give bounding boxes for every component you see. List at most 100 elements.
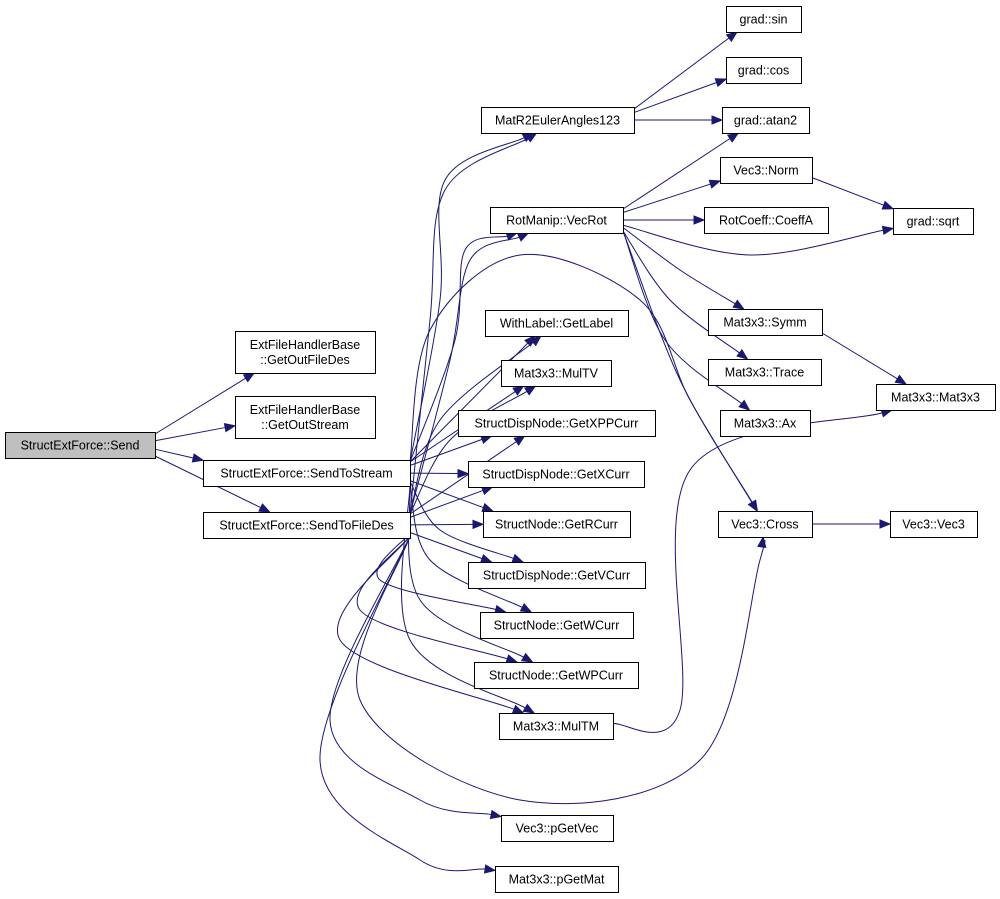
node-getvcurr[interactable]: StructDispNode::GetVCurr — [468, 562, 646, 589]
node-cos[interactable]: grad::cos — [726, 57, 802, 84]
edge-line — [409, 236, 520, 515]
edge-arrowhead — [258, 503, 271, 513]
node-box — [495, 866, 619, 893]
node-label: StructExtForce::Send — [21, 439, 140, 453]
edge-line — [409, 441, 517, 515]
edge-send-to-getoutstream — [154, 423, 237, 442]
node-getxppcurr[interactable]: StructDispNode::GetXPPCurr — [458, 410, 656, 437]
node-label: Mat3x3::MulTV — [514, 367, 599, 381]
edge-matr2euler-to-sin — [633, 31, 739, 110]
node-label: ::GetOutStream — [261, 418, 349, 432]
edge-arrowhead — [693, 215, 706, 225]
node-sendtostream[interactable]: StructExtForce::SendToStream — [203, 460, 411, 487]
edge-vecrot-to-norm — [622, 179, 722, 213]
edge-line — [622, 230, 742, 404]
node-getwcurr[interactable]: StructNode::GetWCurr — [480, 612, 634, 639]
edge-line — [337, 535, 515, 710]
node-box — [5, 432, 156, 459]
node-box — [876, 384, 996, 411]
edge-arrowhead — [481, 502, 495, 512]
edge-arrowhead — [191, 453, 205, 463]
edge-arrowhead — [708, 179, 722, 189]
edge-multm-to-mat3x3 — [612, 408, 894, 733]
node-multv[interactable]: Mat3x3::MulTV — [501, 360, 612, 387]
node-box — [726, 6, 802, 33]
node-label: Mat3x3::Mat3x3 — [891, 391, 980, 405]
edge-line — [622, 230, 753, 503]
edge-sendtofiledes-to-getrcurr — [409, 519, 485, 530]
node-label: StructDispNode::GetVCurr — [483, 569, 630, 583]
node-label: StructNode::GetWPCurr — [489, 669, 623, 683]
node-label: StructDispNode::GetXPPCurr — [475, 417, 639, 431]
node-getoutstream[interactable]: ExtFileHandlerBase::GetOutStream — [235, 396, 376, 439]
edge-cross-to-vec3 — [812, 519, 892, 529]
node-label: StructExtForce::SendToFileDes — [219, 519, 393, 533]
node-pgetmat[interactable]: Mat3x3::pGetMat — [495, 866, 619, 893]
edge-line — [356, 535, 766, 805]
edge-arrowhead — [472, 519, 485, 530]
node-vecrot[interactable]: RotManip::VecRot — [490, 207, 624, 234]
edge-line — [633, 82, 717, 113]
edge-arrowhead — [512, 385, 525, 396]
node-pgetvec[interactable]: Vec3::pGetVec — [501, 815, 614, 842]
edge-arrowhead — [520, 652, 534, 663]
node-coeffa[interactable]: RotCoeff::CoeffA — [704, 207, 829, 234]
node-box — [720, 410, 811, 437]
node-getwpcurr[interactable]: StructNode::GetWPCurr — [474, 662, 639, 689]
edge-line — [409, 532, 483, 560]
node-label: Mat3x3::MulTM — [513, 720, 599, 734]
node-trace[interactable]: Mat3x3::Trace — [708, 359, 822, 386]
node-label: StructNode::GetRCurr — [495, 518, 618, 532]
node-getrcurr[interactable]: StructNode::GetRCurr — [483, 511, 631, 538]
edge-arrowhead — [881, 225, 895, 236]
edge-arrowhead — [738, 399, 751, 411]
node-label: ExtFileHandlerBase — [250, 338, 361, 352]
edge-sendtofiledes-to-multm — [337, 535, 525, 714]
edge-sendtofiledes-to-cross — [356, 535, 767, 805]
edge-arrowhead — [524, 385, 537, 396]
node-getxcurr[interactable]: StructDispNode::GetXCurr — [468, 461, 645, 488]
node-sqrt[interactable]: grad::sqrt — [893, 208, 974, 235]
node-label: MatR2EulerAngles123 — [495, 114, 620, 128]
edge-arrowhead — [879, 519, 892, 529]
node-send[interactable]: StructExtForce::Send — [5, 432, 156, 459]
node-symm[interactable]: Mat3x3::Symm — [708, 309, 823, 336]
edge-line — [633, 37, 730, 110]
edge-arrowhead — [732, 299, 745, 310]
node-multm[interactable]: Mat3x3::MulTM — [499, 713, 614, 740]
node-label: grad::atan2 — [734, 114, 797, 128]
edge-send-to-sendtostream — [154, 448, 205, 463]
node-matr2euler[interactable]: MatR2EulerAngles123 — [481, 107, 635, 134]
node-label: Vec3::Cross — [731, 518, 798, 532]
node-box — [501, 360, 612, 387]
node-getlabel[interactable]: WithLabel::GetLabel — [485, 310, 629, 337]
node-mat3x3[interactable]: Mat3x3::Mat3x3 — [876, 384, 996, 411]
edge-line — [154, 427, 226, 442]
edge-sendtofiledes-to-getlabel — [409, 335, 542, 515]
edge-vecrot-to-coeffa — [623, 215, 706, 225]
node-box — [501, 815, 614, 842]
node-box — [235, 331, 376, 374]
node-vec3[interactable]: Vec3::Vec3 — [890, 511, 978, 538]
edge-arrowhead — [881, 200, 895, 210]
edge-arrowhead — [519, 602, 533, 613]
node-norm[interactable]: Vec3::Norm — [720, 157, 813, 184]
node-label: Mat3x3::pGetMat — [509, 873, 605, 887]
node-label: ::GetOutFileDes — [260, 353, 350, 367]
node-getoutfiledes[interactable]: ExtFileHandlerBase::GetOutFileDes — [235, 331, 376, 374]
node-ax[interactable]: Mat3x3::Ax — [720, 410, 811, 437]
edge-sendtofiledes-to-pgetvec — [329, 535, 503, 820]
node-label: grad::sqrt — [907, 215, 960, 229]
edge-arrowhead — [726, 132, 740, 143]
node-atan2[interactable]: grad::atan2 — [722, 107, 810, 134]
node-sin[interactable]: grad::sin — [726, 6, 802, 33]
edge-norm-to-sqrt — [811, 177, 895, 210]
node-sendtofiledes[interactable]: StructExtForce::SendToFileDes — [203, 512, 411, 539]
node-label: ExtFileHandlerBase — [250, 403, 361, 417]
node-cross[interactable]: Vec3::Cross — [718, 511, 813, 538]
node-box — [893, 208, 974, 235]
edge-arrowhead — [525, 132, 538, 143]
edge-vecrot-to-ax — [622, 230, 751, 411]
node-box — [704, 207, 829, 234]
